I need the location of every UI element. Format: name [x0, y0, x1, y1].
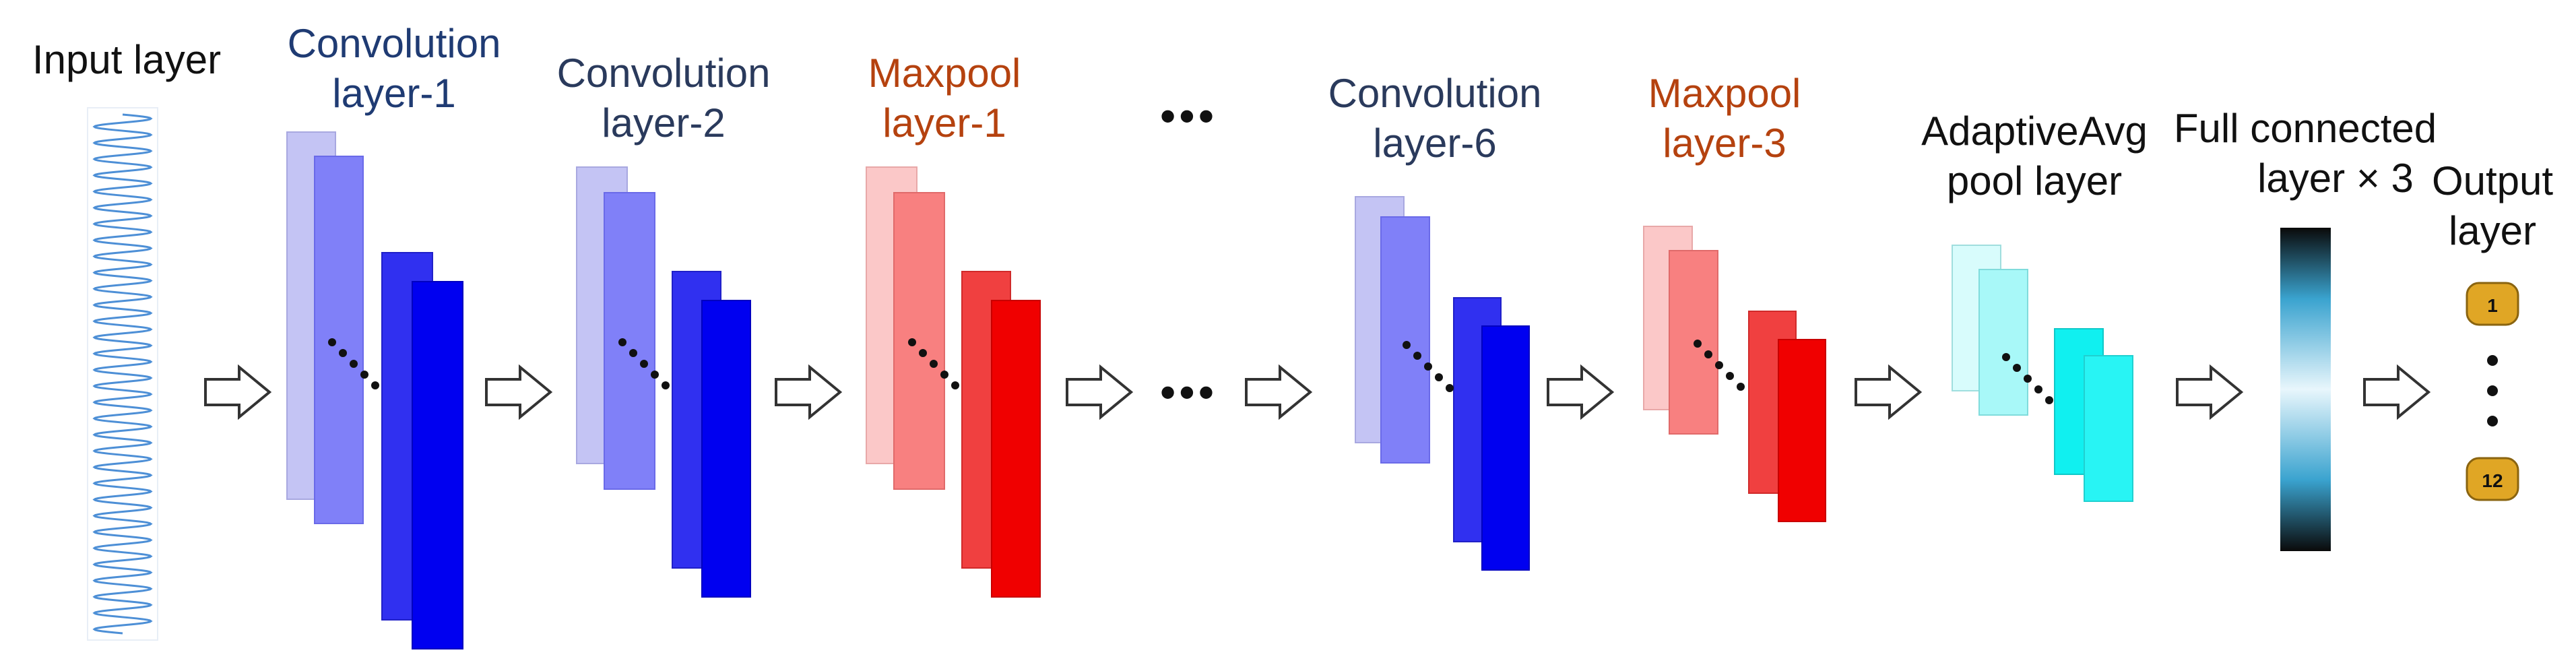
right-arrow-icon: [1547, 364, 1615, 420]
adaptive-pool-layer-block: [1952, 245, 2133, 502]
diagonal-dots-icon: [618, 338, 670, 389]
fully-connected-layer-block: [2280, 228, 2331, 551]
maxpool-layer-3-label-line2: layer-3: [1663, 121, 1786, 166]
sine-wave-icon: [92, 113, 153, 635]
maxpool-layer-3-label-line1: Maxpool: [1648, 71, 1801, 116]
conv-layer-1-label-line2: layer-1: [332, 71, 456, 116]
maxpool-layer-1-block: [866, 166, 1041, 598]
vertical-dots-icon: [2487, 355, 2498, 426]
flow-arrows: [204, 364, 2431, 420]
conv-layer-2-label-line1: Convolution: [556, 51, 771, 96]
maxpool-layer-3-block: [1643, 226, 1826, 522]
conv-layer-6-label-line1: Convolution: [1328, 71, 1542, 116]
conv-layer-2-block: [576, 166, 751, 598]
conv-layer-2-label: Convolution layer-2: [557, 49, 771, 148]
right-arrow-icon: [204, 364, 272, 420]
diagonal-dots-icon: [2002, 353, 2053, 404]
maxpool-layer-1-label-line2: layer-1: [882, 100, 1006, 146]
right-arrow-icon: [1855, 364, 1923, 420]
right-arrow-icon: [485, 364, 553, 420]
input-layer-block: [87, 107, 158, 641]
conv-layer-6-label: Convolution layer-6: [1328, 69, 1542, 168]
right-arrow-icon: [2176, 364, 2244, 420]
fully-connected-layer-label-line1: Full connected: [2173, 106, 2437, 151]
diagonal-dots-icon: [908, 338, 959, 389]
diagonal-dots-icon: [1694, 340, 1745, 391]
right-arrow-icon: [2363, 364, 2431, 420]
input-layer-label-text: Input layer: [32, 37, 222, 82]
fully-connected-layer-label-line2: layer × 3: [2257, 156, 2414, 201]
right-arrow-icon: [1066, 364, 1134, 420]
conv-layer-1-block: [286, 131, 463, 649]
diagonal-dots-icon: [1403, 341, 1454, 392]
output-layer-label: Output layer: [2432, 156, 2553, 256]
output-layer-label-line1: Output: [2431, 158, 2554, 203]
diagonal-dots-icon: [328, 338, 379, 389]
adaptive-pool-layer-label: AdaptiveAvg pool layer: [1921, 106, 2148, 206]
maxpool-layer-1-label-line1: Maxpool: [868, 51, 1021, 96]
output-node-last: [2466, 457, 2519, 501]
input-layer-label: Input layer: [32, 35, 221, 85]
conv-layer-1-label: Convolution layer-1: [288, 19, 501, 119]
middle-ellipsis: •••: [1160, 368, 1218, 416]
right-arrow-icon: [775, 364, 843, 420]
output-node-first: [2466, 282, 2519, 326]
maxpool-layer-3-label: Maxpool layer-3: [1648, 69, 1801, 168]
adaptive-pool-layer-label-line2: pool layer: [1946, 158, 2123, 203]
conv-layer-2-label-line2: layer-2: [602, 100, 726, 146]
conv-layer-6-block: [1355, 196, 1530, 571]
output-node-first-label: 1: [2487, 295, 2498, 316]
maxpool-layer-1-label: Maxpool layer-1: [868, 49, 1021, 148]
fully-connected-layer-label: Full connected layer × 3: [2174, 104, 2437, 203]
top-ellipsis: •••: [1160, 92, 1218, 140]
output-layer-label-line2: layer: [2448, 208, 2537, 253]
output-layer-block: 1 12: [2466, 282, 2519, 501]
adaptive-pool-layer-label-line1: AdaptiveAvg: [1921, 108, 2148, 154]
right-arrow-icon: [1245, 364, 1313, 420]
conv-layer-6-label-line2: layer-6: [1373, 121, 1497, 166]
conv-layer-1-label-line1: Convolution: [287, 21, 501, 66]
output-node-last-label: 12: [2482, 470, 2503, 491]
